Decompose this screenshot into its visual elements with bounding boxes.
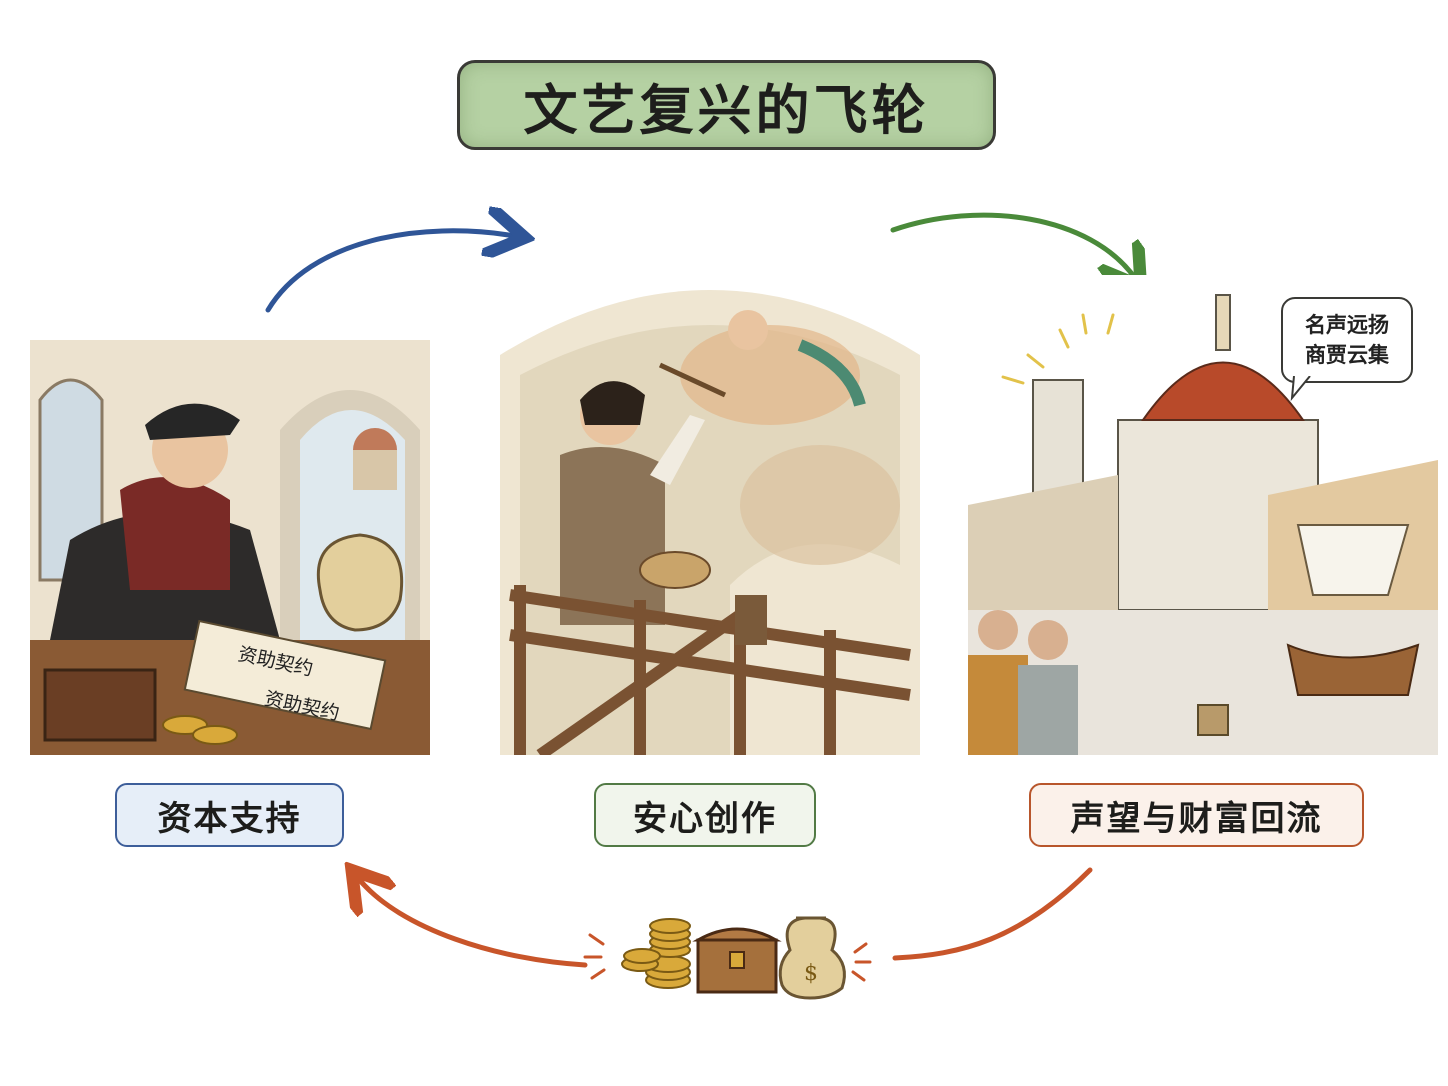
speech-bubble-tail [1290,376,1311,402]
speech-line-1: 名声远扬 [1305,312,1389,337]
speech-bubble: 名声远扬 商贾云集 [1281,297,1413,383]
sparkle-right-icon [851,942,872,982]
money-bag-icon: $ [778,916,846,1000]
arrow-creation-to-prestige [890,212,1135,278]
painter-scene [500,290,920,755]
diagram-title: 文艺复兴的飞轮 [457,60,996,150]
arrow-capital-to-creation [265,231,515,313]
svg-text:$: $ [804,961,818,986]
arrow-return-left [358,878,588,968]
stage-label-capital: 资本支持 [115,783,344,847]
treasure-chest-icon [692,927,782,994]
coin-stack-icon [621,918,691,989]
patron-scene: 资助契约 资助契约 [30,340,430,755]
stage-label-creation: 安心创作 [594,783,816,847]
stage-label-prestige: 声望与财富回流 [1029,783,1364,847]
sparkle-left-icon [583,933,606,980]
wealth-icons: $ [621,916,846,1000]
florence-scene [968,275,1438,755]
speech-line-2: 商贾云集 [1305,342,1389,367]
arrow-prestige-to-capital [892,867,1093,961]
title-text: 文艺复兴的飞轮 [523,77,930,142]
glow-rays-icon [1001,313,1115,385]
